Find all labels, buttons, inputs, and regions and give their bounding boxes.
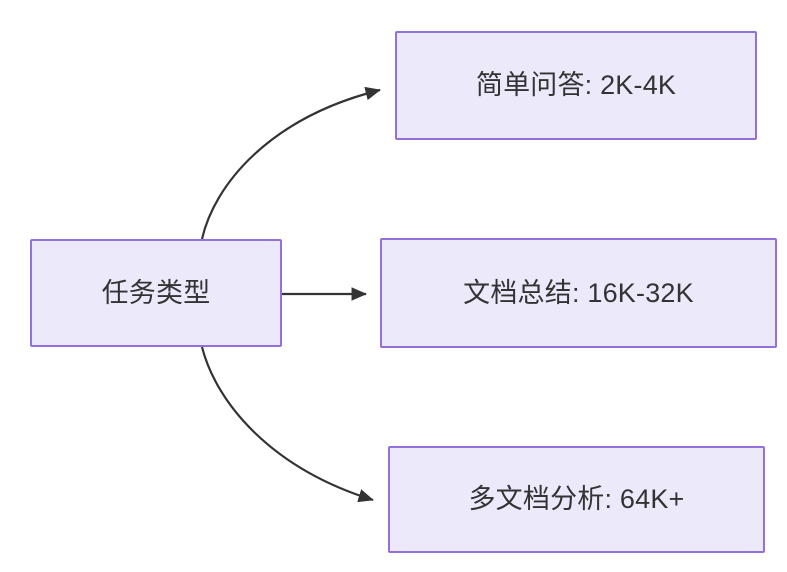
node-label: 简单问答: 2K-4K <box>475 70 677 101</box>
node-task-type[interactable]: 任务类型 <box>30 239 282 347</box>
edge-root-to-multi <box>200 346 374 503</box>
node-simple-qa[interactable]: 简单问答: 2K-4K <box>395 31 757 140</box>
node-label: 多文档分析: 64K+ <box>468 484 685 515</box>
node-label: 文档总结: 16K-32K <box>463 277 694 308</box>
edge-root-to-simple <box>200 86 381 240</box>
node-multi-document-analysis[interactable]: 多文档分析: 64K+ <box>388 446 765 553</box>
node-label: 任务类型 <box>101 277 211 308</box>
node-document-summary[interactable]: 文档总结: 16K-32K <box>380 238 777 348</box>
